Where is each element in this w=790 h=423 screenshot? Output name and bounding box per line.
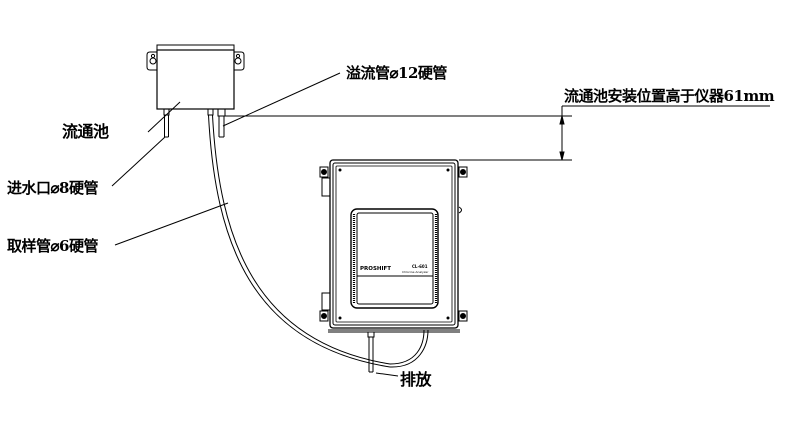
leader-overflow: [222, 72, 341, 127]
display-panel: [350, 208, 439, 309]
label-overflow: 溢流管⌀12硬管: [346, 64, 447, 82]
model-text: CL-601: [412, 264, 428, 269]
label-sample-tube: 取样管⌀6硬管: [7, 237, 98, 255]
label-flow-cell: 流通池: [62, 122, 109, 141]
leader-drain: [375, 372, 399, 377]
leader-sample-tube: [114, 202, 229, 246]
dimension-arrow: [559, 105, 770, 161]
brand-text: PROSHIFT: [360, 266, 391, 272]
leader-flow-cell: [147, 101, 181, 133]
label-height-note: 流通池安装位置高于仪器61mm: [564, 87, 775, 105]
overflow-pipe: [218, 116, 225, 138]
label-inlet: 进水口⌀8硬管: [7, 179, 98, 197]
model-subtitle-text: Chlorine Analyzer: [402, 270, 429, 274]
leader-inlet: [111, 136, 166, 187]
label-drain: 排放: [400, 370, 432, 389]
flow-cell: [146, 44, 245, 117]
inlet-pipe: [164, 115, 169, 138]
drain-pipe: [367, 331, 375, 373]
instrument-enclosure: [319, 159, 468, 333]
sample-tube: [208, 114, 429, 368]
